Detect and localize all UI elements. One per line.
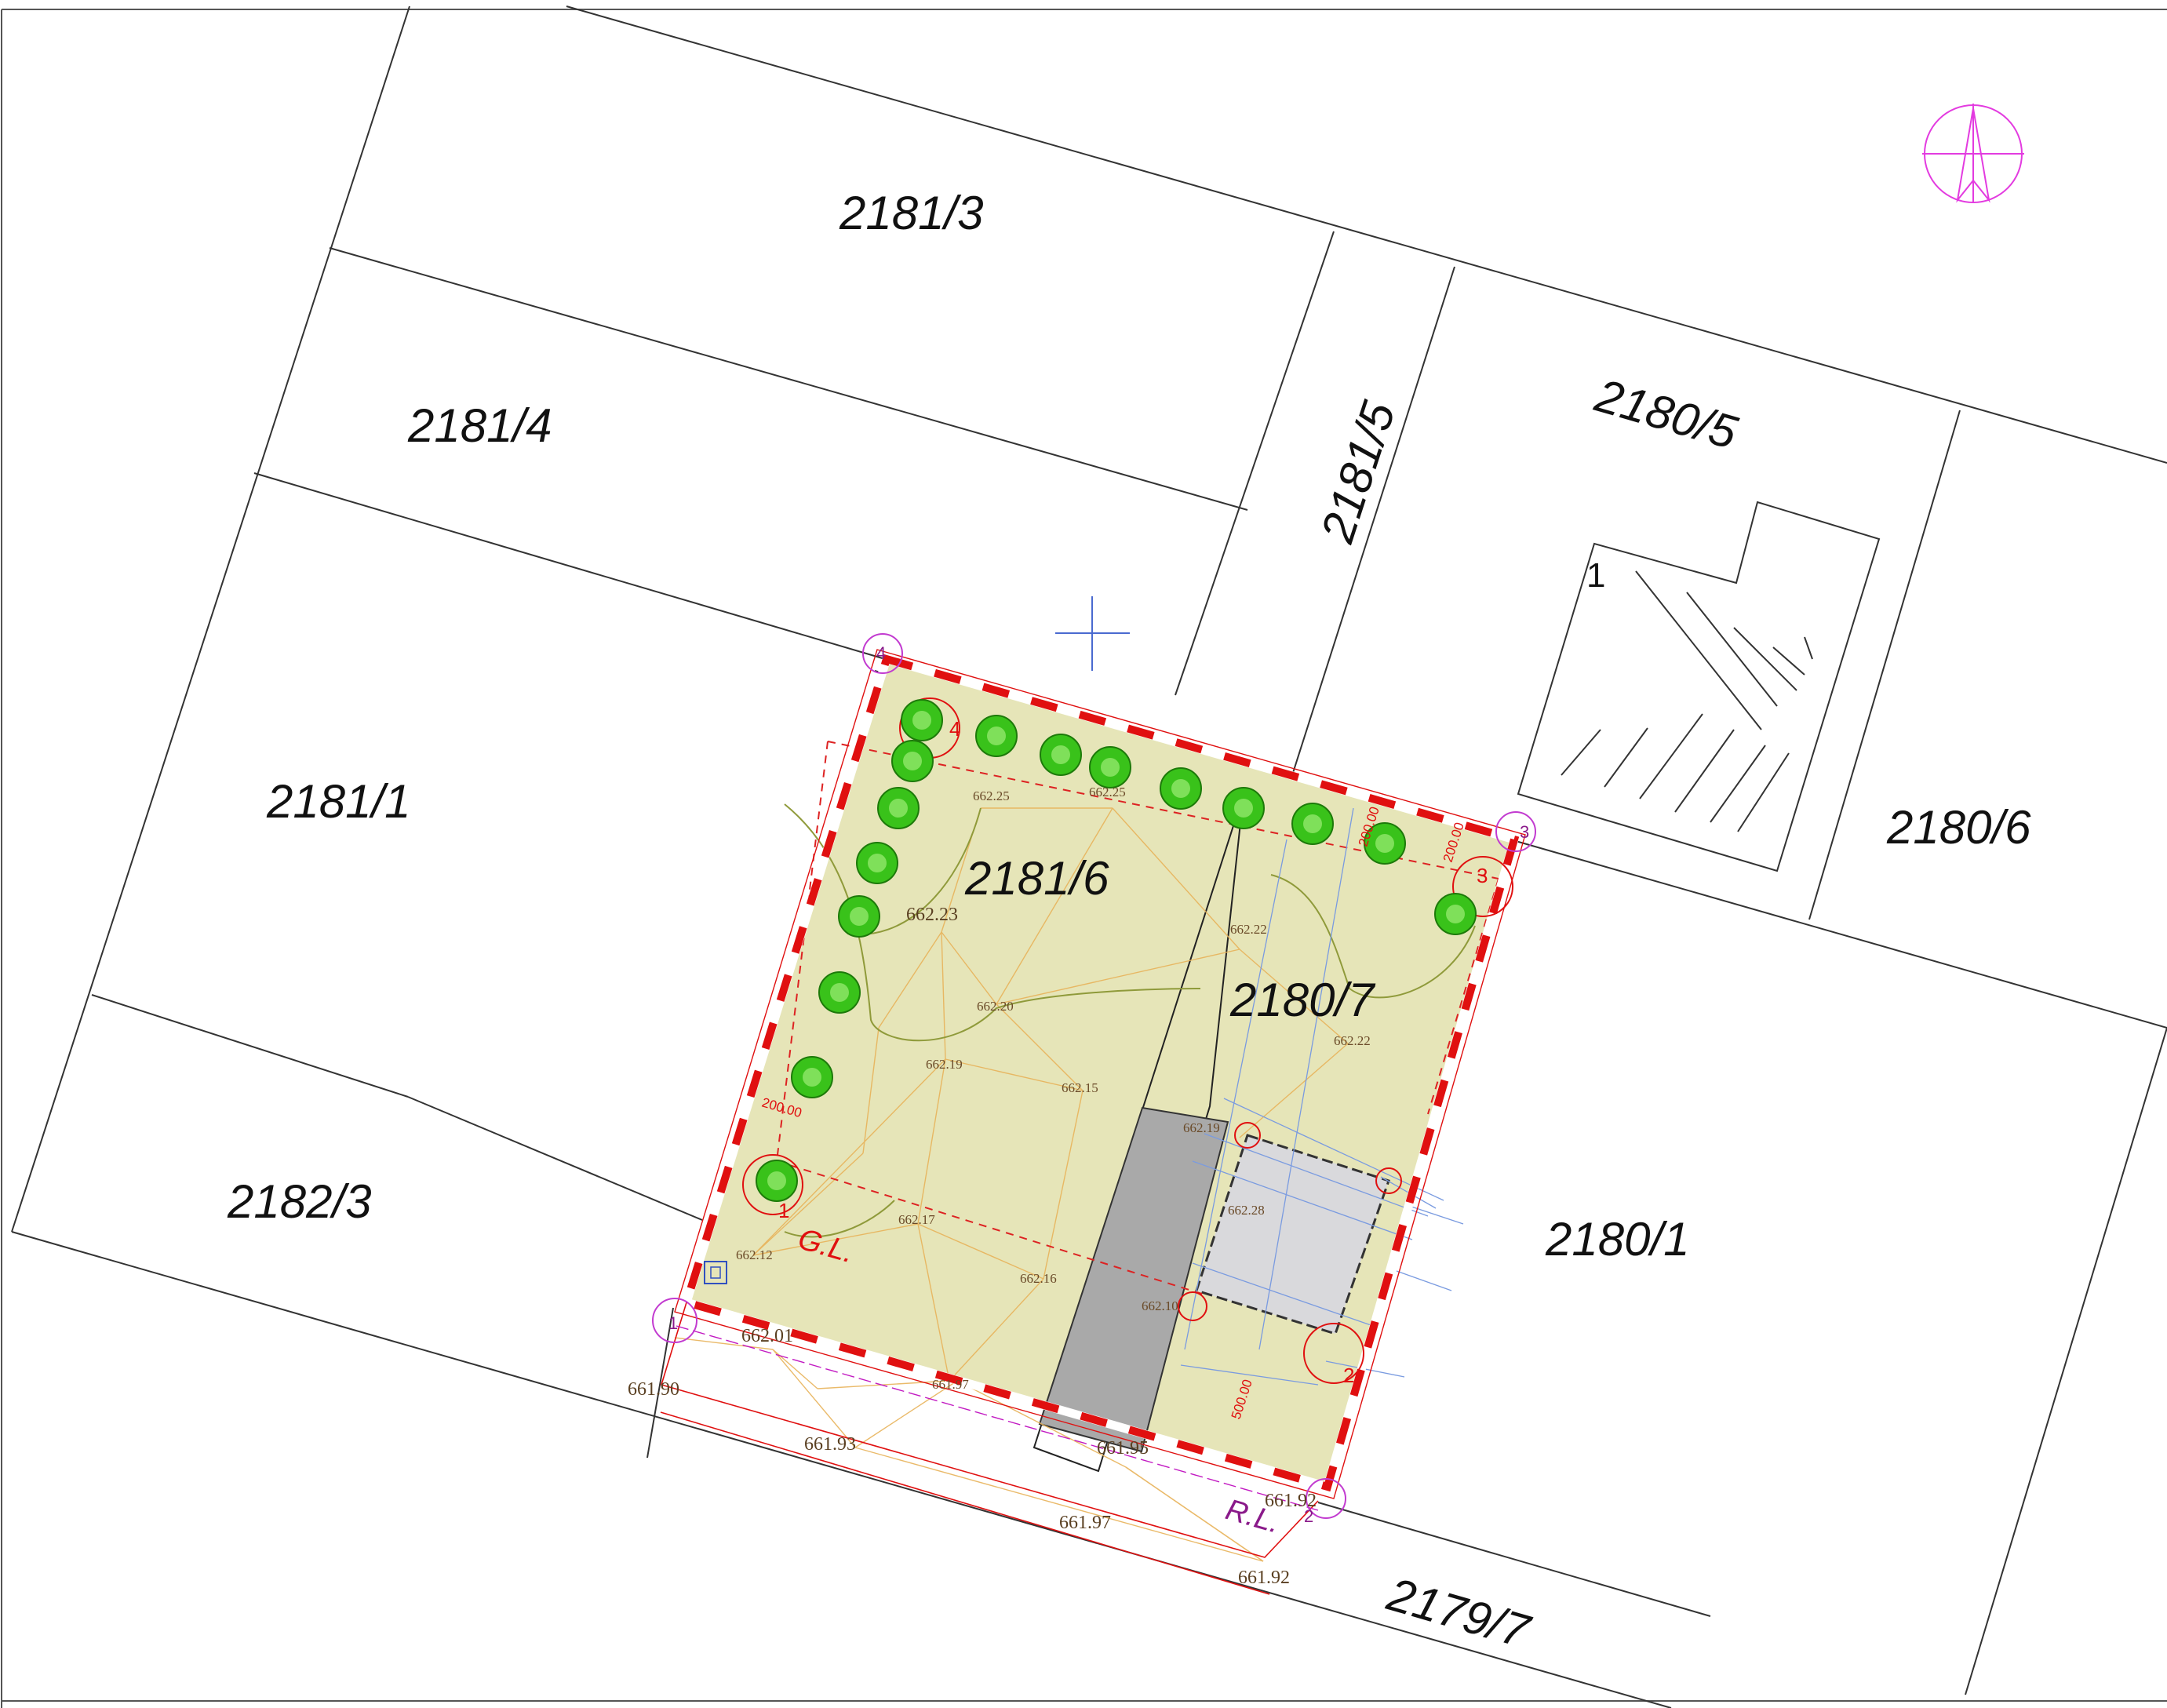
trees [756, 699, 1477, 1202]
parcel-label-2181-3: 2181/3 [839, 187, 984, 239]
red-corner-number-1: 1 [778, 1199, 789, 1222]
map-frame [1, 9, 2167, 1708]
parcel-label-2182-3: 2182/3 [227, 1175, 372, 1228]
elevation-labels: 662.25 662.25 662.23 662.22 662.20 662.2… [628, 785, 1371, 1588]
elevation-label: 662.19 [926, 1057, 963, 1072]
elevation-label: 661.97 [1059, 1513, 1111, 1533]
elevation-label: 662.15 [1062, 1080, 1098, 1095]
building-number: 1 [1586, 556, 1605, 595]
tree-icon [1222, 787, 1265, 829]
elevation-label: 662.22 [1230, 922, 1267, 937]
survey-markers: G.L. R.L. 1 2 3 4 4 3 1 2 [668, 643, 1529, 1540]
property-boundary [660, 649, 1526, 1595]
tree-icon [791, 1056, 833, 1098]
elevation-label: 662.01 [741, 1326, 793, 1346]
corner-circle-4 [862, 633, 903, 674]
tree-icon [1364, 822, 1406, 865]
parcel-label-2181-1: 2181/1 [266, 775, 411, 828]
elevation-label: 662.28 [1228, 1203, 1265, 1218]
elevation-label: 662.19 [1183, 1120, 1220, 1135]
tree-icon [1089, 746, 1131, 788]
elevation-label: 662.25 [973, 788, 1010, 803]
tree-icon [877, 787, 920, 829]
elevation-label: 662.25 [1089, 785, 1126, 799]
elevation-label: 662.16 [1020, 1271, 1057, 1286]
corner-circle-1 [652, 1298, 697, 1343]
corner-circle-2 [1306, 1478, 1346, 1519]
tree-icon [901, 699, 943, 741]
red-corner-number-4: 4 [949, 717, 960, 741]
tree-icon [1434, 893, 1477, 935]
building-outline [1517, 501, 1881, 872]
elevation-label: 662.22 [1334, 1033, 1371, 1048]
corner-number-4: 4 [876, 643, 886, 663]
tree-icon [1291, 803, 1334, 845]
corner-number-3: 3 [1520, 822, 1529, 842]
tree-icon [1040, 734, 1082, 776]
parcel-label-2180-1: 2180/1 [1545, 1213, 1690, 1266]
parcel-label-2181-4: 2181/4 [407, 399, 552, 452]
parcel-label-2179-7: 2179/7 [1381, 1568, 1536, 1659]
tree-icon [975, 715, 1018, 757]
corner-number-2: 2 [1304, 1506, 1313, 1526]
elevation-label: 662.23 [906, 905, 958, 925]
proposed-house [1195, 1134, 1390, 1335]
tree-icon [838, 895, 880, 938]
tree-icon [756, 1160, 798, 1202]
corner-number-1: 1 [668, 1313, 678, 1333]
tree-icon [891, 740, 934, 782]
elevation-label: 661.92 [1238, 1568, 1290, 1588]
tree-icon [818, 971, 861, 1014]
elevation-label: 661.93 [804, 1434, 856, 1455]
elevation-label: 662.17 [898, 1212, 935, 1227]
elevation-label: 662.20 [977, 999, 1014, 1014]
red-corner-number-3: 3 [1477, 864, 1488, 887]
contour-lines [674, 807, 1349, 1562]
crosshair-icon [1055, 596, 1130, 671]
parcel-label-2181-6: 2181/6 [964, 852, 1109, 905]
elevation-label: 661.92 [1265, 1491, 1317, 1511]
elevation-label: 662.12 [736, 1247, 773, 1262]
elevation-label: 661.95 [1097, 1438, 1149, 1459]
elevation-label: 662.10 [1142, 1298, 1178, 1313]
parcel-label-2181-5: 2181/5 [1310, 395, 1405, 549]
survey-marker-box [704, 1261, 727, 1284]
red-corner-number-2: 2 [1343, 1364, 1354, 1387]
parcel-label-2180-6: 2180/6 [1886, 801, 2031, 854]
corner-circles [652, 633, 1536, 1519]
elevation-label: 661.90 [628, 1379, 679, 1400]
parcel-label-2180-5: 2180/5 [1589, 369, 1743, 459]
corner-circle-3 [1495, 811, 1536, 852]
parcel-label-2180-7: 2180/7 [1229, 974, 1376, 1026]
north-arrow-icon [1922, 104, 2024, 203]
tree-icon [1160, 767, 1202, 810]
elevation-label: 661.97 [932, 1377, 969, 1392]
tree-icon [856, 842, 898, 884]
